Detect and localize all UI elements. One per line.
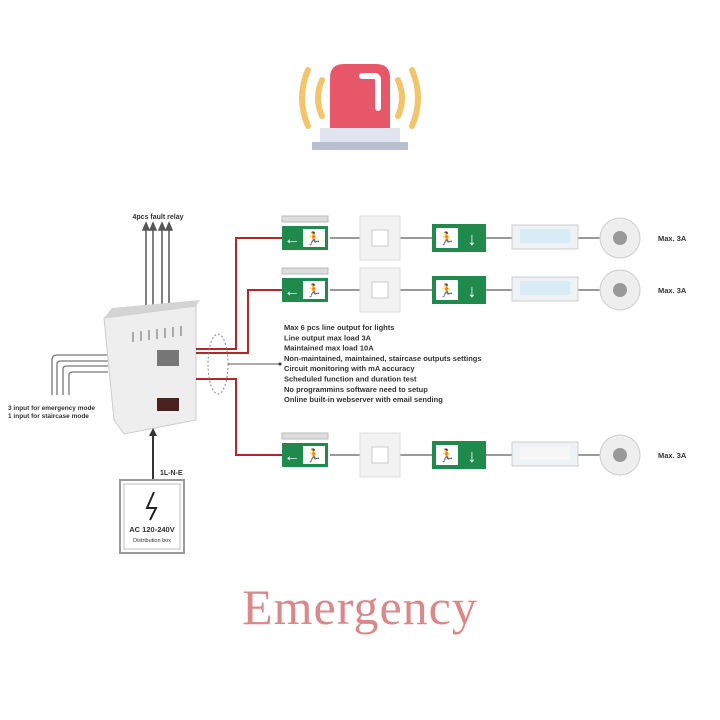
svg-text:🏃: 🏃 [439,283,455,298]
max-load-label: Max. 3A [658,451,687,460]
distribution-box [119,479,185,554]
svg-text:🏃: 🏃 [439,231,455,246]
title: Emergency [242,579,478,635]
exit-sign-icon: ←🏃 [282,278,328,302]
feature-item: Online built-in webserver with email sen… [284,395,443,404]
junction-box-icon [359,432,401,478]
junction-box-icon [359,215,401,261]
feature-item: Line output max load 3A [284,333,372,342]
distribution-voltage: AC 120-240V [129,525,174,534]
svg-text:↓: ↓ [468,229,477,249]
feature-item: Circuit monitoring with mA accuracy [284,364,415,373]
cable-group [207,333,229,395]
power-label: 1L-N-E [160,470,183,477]
output-wires [196,237,282,456]
exit-sign-icon: ←🏃 [282,226,328,250]
output-row: ←🏃🏃↓Max. 3A [281,267,687,313]
svg-text:↓: ↓ [468,281,477,301]
alarm-beacon-icon [299,64,421,150]
emergency-light-bar-icon [511,441,579,467]
svg-text:←: ← [284,448,300,465]
relay-label: 4pcs fault relay [133,214,184,221]
exit-arrow-sign-icon: 🏃↓ [432,224,486,252]
input-label-emergency: 3 input for emergency mode [8,405,95,412]
svg-text:🏃: 🏃 [306,231,322,246]
junction-box-icon [359,267,401,313]
feature-item: Scheduled function and duration test [284,375,417,384]
exit-sign-icon: ←🏃 [282,443,328,467]
feature-item: Max 6 pcs line output for lights [284,323,394,332]
lightning-icon [145,491,158,521]
emergency-light-bar-icon [511,276,579,302]
downlight-icon [599,434,641,476]
emergency-light-bar-icon [511,224,579,250]
max-load-label: Max. 3A [658,286,687,295]
input-lines [51,354,108,395]
svg-text:🏃: 🏃 [306,283,322,298]
downlight-icon [599,217,641,259]
feature-item: Maintained max load 10A [284,344,374,353]
output-row: ←🏃🏃↓Max. 3A [281,215,687,261]
relay-arrows [141,221,174,305]
svg-text:←: ← [284,283,300,300]
controller-device [103,300,200,435]
max-load-label: Max. 3A [658,234,687,243]
distribution-name: Distribution box [133,538,171,544]
feature-item: No programmins software need to setup [284,385,428,394]
svg-text:↓: ↓ [468,446,477,466]
output-row: ←🏃🏃↓Max. 3A [281,432,687,478]
svg-text:🏃: 🏃 [439,448,455,463]
exit-arrow-sign-icon: 🏃↓ [432,276,486,304]
feature-item: Non-maintained, maintained, staircase ou… [284,354,482,363]
input-label-staircase: 1 input for staircase mode [8,413,89,420]
svg-text:🏃: 🏃 [306,448,322,463]
exit-arrow-sign-icon: 🏃↓ [432,441,486,469]
downlight-icon [599,269,641,311]
svg-text:←: ← [284,231,300,248]
